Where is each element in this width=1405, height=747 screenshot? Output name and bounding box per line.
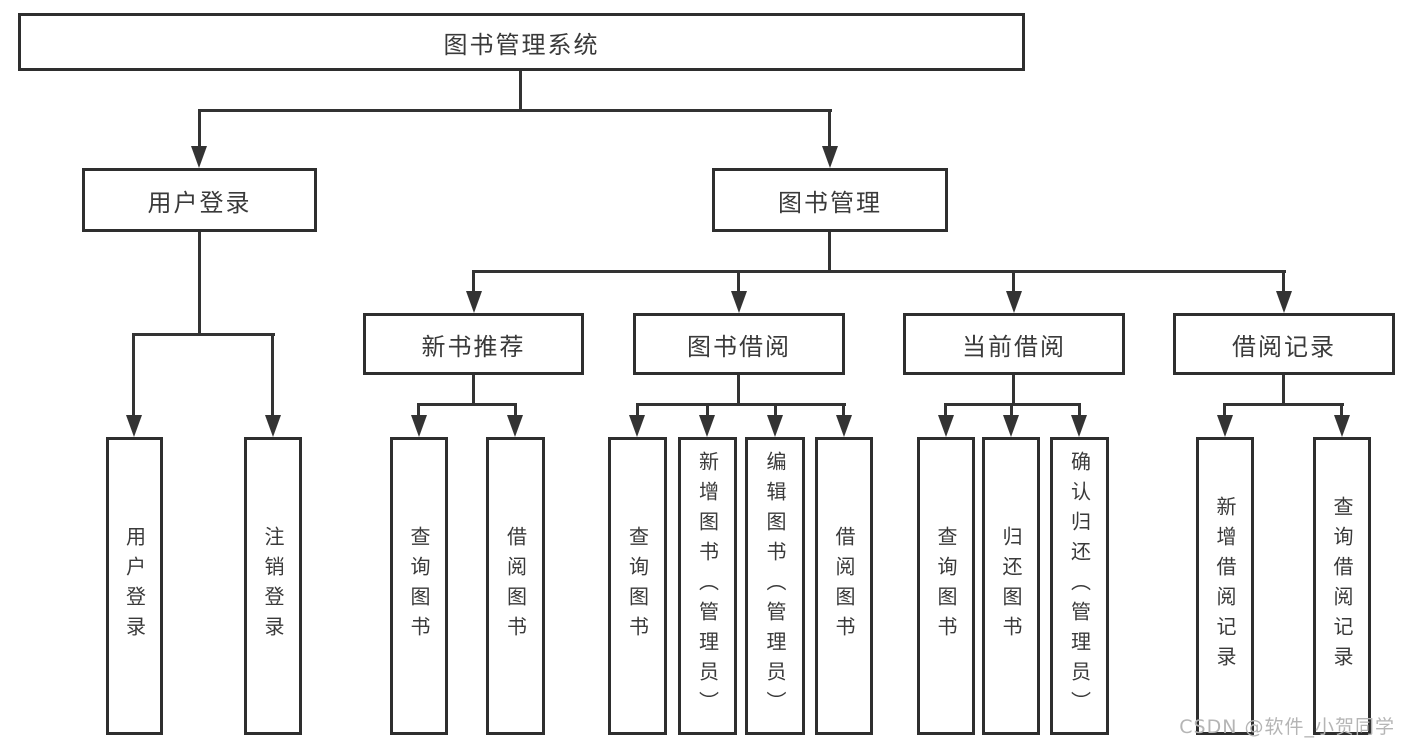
connector-recommendation-rail bbox=[417, 403, 517, 406]
arrowhead-leaf-logout bbox=[265, 415, 281, 437]
arrowhead-leaf-user-login bbox=[126, 415, 142, 437]
node-library-management-system: 图书管理系统 bbox=[18, 13, 1025, 71]
leaf-logout: 注销登录 bbox=[244, 437, 302, 735]
arrowhead-leaf-bor-borrow bbox=[836, 415, 852, 437]
arrowhead-leaf-bor-query bbox=[629, 415, 645, 437]
connector-to-leaf-rec-borrow bbox=[514, 403, 517, 415]
arrowhead-current bbox=[1006, 291, 1022, 313]
connector-to-leaf-bor-query bbox=[636, 403, 639, 415]
arrowhead-user-login bbox=[191, 146, 207, 168]
connector-to-current bbox=[1012, 270, 1015, 291]
leaf-recommend-query-books: 查询图书 bbox=[390, 437, 448, 735]
arrowhead-borrowing bbox=[731, 291, 747, 313]
connector-to-leaf-bor-borrow bbox=[842, 403, 845, 415]
node-current-borrowing: 当前借阅 bbox=[903, 313, 1125, 375]
connector-to-leaf-rcd-add bbox=[1223, 403, 1226, 415]
arrowhead-book-management bbox=[822, 146, 838, 168]
connector-to-leaf-logout bbox=[271, 333, 274, 415]
connector-user-login-rail bbox=[132, 333, 275, 336]
arrowhead-records bbox=[1276, 291, 1292, 313]
connector-current-stem bbox=[1012, 375, 1015, 406]
node-new-book-recommendation: 新书推荐 bbox=[363, 313, 584, 375]
leaf-records-add-borrow-record: 新增借阅记录 bbox=[1196, 437, 1254, 735]
leaf-recommend-borrow-books: 借阅图书 bbox=[486, 437, 545, 735]
connector-to-recommendation bbox=[472, 270, 475, 291]
connector-borrowing-stem bbox=[737, 375, 740, 406]
node-borrow-records: 借阅记录 bbox=[1173, 313, 1395, 375]
leaf-borrowing-edit-books-admin: 编辑图书（管理员） bbox=[745, 437, 805, 735]
leaf-borrowing-borrow-books: 借阅图书 bbox=[815, 437, 873, 735]
connector-book-management-stem bbox=[828, 232, 831, 273]
connector-to-leaf-cur-return bbox=[1010, 403, 1013, 415]
connector-root-stem bbox=[519, 71, 522, 112]
connector-to-leaf-cur-query bbox=[944, 403, 947, 415]
connector-to-leaf-user-login bbox=[132, 333, 135, 415]
node-book-management: 图书管理 bbox=[712, 168, 948, 232]
node-book-borrowing: 图书借阅 bbox=[633, 313, 845, 375]
arrowhead-leaf-rcd-add bbox=[1217, 415, 1233, 437]
arrowhead-leaf-rec-borrow bbox=[507, 415, 523, 437]
connector-borrowing-rail bbox=[636, 403, 846, 406]
leaf-borrowing-add-books-admin: 新增图书（管理员） bbox=[678, 437, 737, 735]
connector-to-leaf-rcd-query bbox=[1340, 403, 1343, 415]
arrowhead-leaf-bor-add bbox=[699, 415, 715, 437]
connector-records-stem bbox=[1282, 375, 1285, 406]
connector-user-login-stem bbox=[198, 232, 201, 336]
connector-records-rail bbox=[1223, 403, 1344, 406]
leaf-user-login: 用户登录 bbox=[106, 437, 163, 735]
connector-recommendation-stem bbox=[472, 375, 475, 406]
connector-root-to-book-management bbox=[828, 109, 831, 146]
arrowhead-leaf-cur-return bbox=[1003, 415, 1019, 437]
arrowhead-leaf-rcd-query bbox=[1334, 415, 1350, 437]
arrowhead-leaf-bor-edit bbox=[767, 415, 783, 437]
connector-to-borrowing bbox=[737, 270, 740, 291]
connector-root-to-user-login bbox=[198, 109, 201, 146]
arrowhead-recommendation bbox=[466, 291, 482, 313]
leaf-current-return-books: 归还图书 bbox=[982, 437, 1040, 735]
leaf-borrowing-query-books: 查询图书 bbox=[608, 437, 667, 735]
connector-root-rail bbox=[198, 109, 832, 112]
connector-to-leaf-bor-add bbox=[706, 403, 709, 415]
node-user-login: 用户登录 bbox=[82, 168, 317, 232]
leaf-records-query-borrow-record: 查询借阅记录 bbox=[1313, 437, 1371, 735]
leaf-current-query-books: 查询图书 bbox=[917, 437, 975, 735]
connector-book-management-rail bbox=[472, 270, 1286, 273]
leaf-current-confirm-return-admin: 确认归还（管理员） bbox=[1050, 437, 1109, 735]
arrowhead-leaf-cur-query bbox=[938, 415, 954, 437]
connector-to-leaf-cur-confirm bbox=[1078, 403, 1081, 415]
connector-to-records bbox=[1282, 270, 1285, 291]
arrowhead-leaf-cur-confirm bbox=[1071, 415, 1087, 437]
arrowhead-leaf-rec-query bbox=[411, 415, 427, 437]
connector-to-leaf-rec-query bbox=[417, 403, 420, 415]
connector-to-leaf-bor-edit bbox=[774, 403, 777, 415]
csdn-watermark: CSDN @软件_小贺同学 bbox=[1179, 716, 1395, 738]
